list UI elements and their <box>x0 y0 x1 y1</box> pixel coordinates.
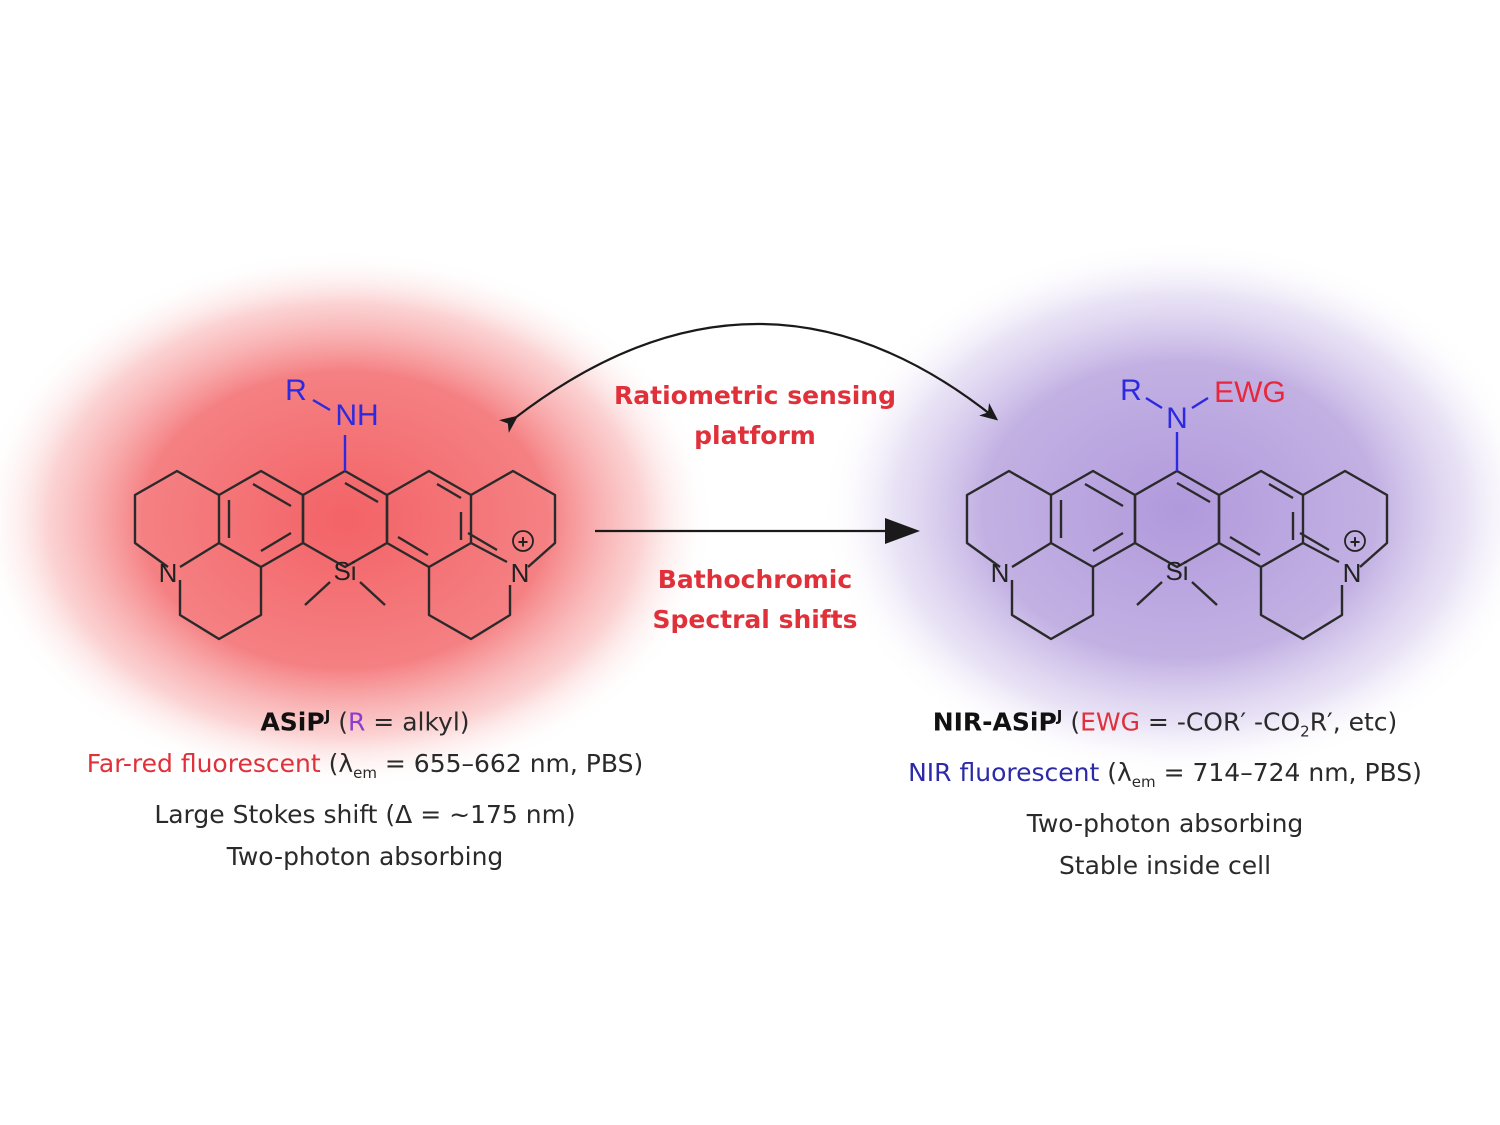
right-paren-open: ( <box>1062 707 1081 737</box>
left-si-atom-label: Si <box>333 556 356 586</box>
left-nh-label: NH <box>335 399 378 432</box>
right-caption-title: NIR-ASiPJ (EWG = -COR′ -CO2R′, etc) <box>870 695 1460 752</box>
right-caption-stability: Stable inside cell <box>1058 851 1272 881</box>
left-compound-name: ASiP <box>260 707 325 737</box>
right-fluorescence-type: NIR fluorescent <box>908 758 1100 788</box>
left-charge-circle <box>512 530 534 552</box>
right-r-bond <box>1145 396 1163 410</box>
left-r-label: R <box>285 374 307 407</box>
right-caption-two-photon: Two-photon absorbing <box>1026 809 1304 839</box>
left-lambda-open: (λ <box>320 749 354 779</box>
left-r-definition: = alkyl) <box>365 707 470 737</box>
right-ewg-definition-b: R′, etc) <box>1309 707 1398 737</box>
right-n-label: N <box>1166 402 1188 435</box>
ratiometric-curved-arrow <box>499 322 999 433</box>
left-lambda-value: = 655–662 nm, PBS) <box>376 749 644 779</box>
right-ewg-bond <box>1191 396 1209 410</box>
left-caption-fluorescence: Far-red fluorescent (λem = 655–662 nm, P… <box>60 743 670 794</box>
right-charge-circle <box>1344 530 1366 552</box>
left-r-term: R <box>347 707 366 737</box>
right-caption-fluorescence: NIR fluorescent (λem = 714–724 nm, PBS) <box>870 752 1460 803</box>
bathochromic-label: Bathochromic Spectral shifts <box>610 560 900 640</box>
purple-glow-background <box>820 240 1500 780</box>
left-caption-two-photon: Two-photon absorbing <box>226 842 504 872</box>
left-fluorescence-type: Far-red fluorescent <box>86 749 321 779</box>
right-ewg-label: EWG <box>1214 376 1286 409</box>
right-lambda-open: (λ <box>1099 758 1132 788</box>
right-compound-name-sup: J <box>1056 707 1063 725</box>
left-charge-sign: + <box>518 532 529 552</box>
right-ewg-definition-a: = -COR′ -CO <box>1139 707 1301 737</box>
right-r-label: R <box>1120 374 1142 407</box>
left-caption: ASiPJ (R = alkyl) Far-red fluorescent (λ… <box>60 695 670 878</box>
left-molecule-structure <box>133 469 557 641</box>
left-paren-open: ( <box>330 707 348 737</box>
bathochromic-label-line1: Bathochromic <box>657 565 853 594</box>
right-charge-sign: + <box>1350 532 1361 552</box>
left-caption-title: ASiPJ (R = alkyl) <box>60 695 670 743</box>
ratiometric-label: Ratiometric sensing platform <box>600 376 910 456</box>
right-compound-name: NIR-ASiP <box>932 707 1057 737</box>
right-caption: NIR-ASiPJ (EWG = -COR′ -CO2R′, etc) NIR … <box>870 695 1460 887</box>
right-molecule-structure <box>965 469 1389 641</box>
right-lambda-sub: em <box>1131 773 1156 792</box>
right-lambda-value: = 714–724 nm, PBS) <box>1155 758 1422 788</box>
bathochromic-label-line2: Spectral shifts <box>652 605 858 634</box>
right-n-plus-atom-label: N <box>1343 558 1362 588</box>
right-n-atom-label: N <box>991 558 1010 588</box>
right-ewg-term: EWG <box>1080 707 1140 737</box>
right-si-atom-label: Si <box>1165 556 1188 586</box>
red-glow-background <box>0 250 715 790</box>
left-lambda-sub: em <box>353 764 377 783</box>
reaction-arrow-head <box>885 518 920 544</box>
left-n-atom-label: N <box>159 558 178 588</box>
left-r-bond <box>312 398 331 412</box>
left-compound-name-sup: J <box>324 707 331 725</box>
left-n-plus-atom-label: N <box>511 558 530 588</box>
right-ewg-sub: 2 <box>1300 722 1310 741</box>
left-caption-stokes: Large Stokes shift (Δ = ~175 nm) <box>154 800 576 830</box>
ratiometric-label-line1: Ratiometric sensing <box>614 381 896 410</box>
ratiometric-label-line2: platform <box>694 421 816 450</box>
